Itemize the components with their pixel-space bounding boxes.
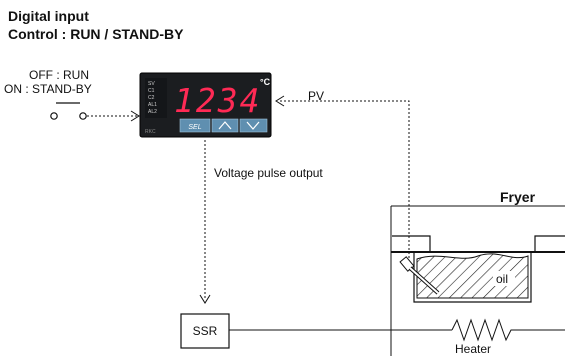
fryer-vessel	[391, 205, 565, 303]
indicator-c1: C1	[148, 88, 155, 94]
diagram-title-line2: Control : RUN / STAND-BY	[8, 26, 184, 42]
pv-signal-line	[275, 95, 410, 262]
indicator-al1: AL1	[148, 102, 157, 108]
temperature-controller: SV C1 C2 AL1 AL2 1234 °C SEL RKC	[139, 72, 272, 138]
heater-label: Heater	[455, 342, 491, 356]
up-key[interactable]	[211, 118, 239, 133]
indicator-c2: C2	[148, 95, 155, 101]
heater-resistor: Heater	[451, 318, 530, 356]
switch-contact	[50, 102, 140, 122]
switch-off-label: OFF : RUN	[29, 68, 89, 82]
voltage-pulse-line	[199, 140, 211, 304]
diagram-title-line1: Digital input	[8, 8, 89, 24]
temperature-sensor-icon	[399, 256, 440, 295]
oil-fill: oil	[416, 253, 529, 299]
sel-key[interactable]	[179, 118, 211, 133]
indicator-sv: SV	[148, 81, 155, 87]
switch-on-label: ON : STAND-BY	[4, 82, 92, 96]
ssr-label: SSR	[193, 324, 218, 338]
ssr-box: SSR	[180, 313, 230, 349]
pv-display: 1234	[174, 81, 261, 120]
brand-logo: RKC	[145, 129, 156, 135]
pv-label: PV	[308, 89, 325, 103]
indicator-al2: AL2	[148, 109, 157, 115]
voltage-pulse-label: Voltage pulse output	[214, 166, 323, 180]
oil-label: oil	[496, 272, 508, 286]
fryer-label: Fryer	[500, 189, 536, 205]
down-key[interactable]	[239, 118, 268, 133]
unit-indicator: °C	[260, 77, 271, 87]
power-wiring	[229, 206, 565, 356]
sel-key-label: SEL	[188, 124, 201, 131]
